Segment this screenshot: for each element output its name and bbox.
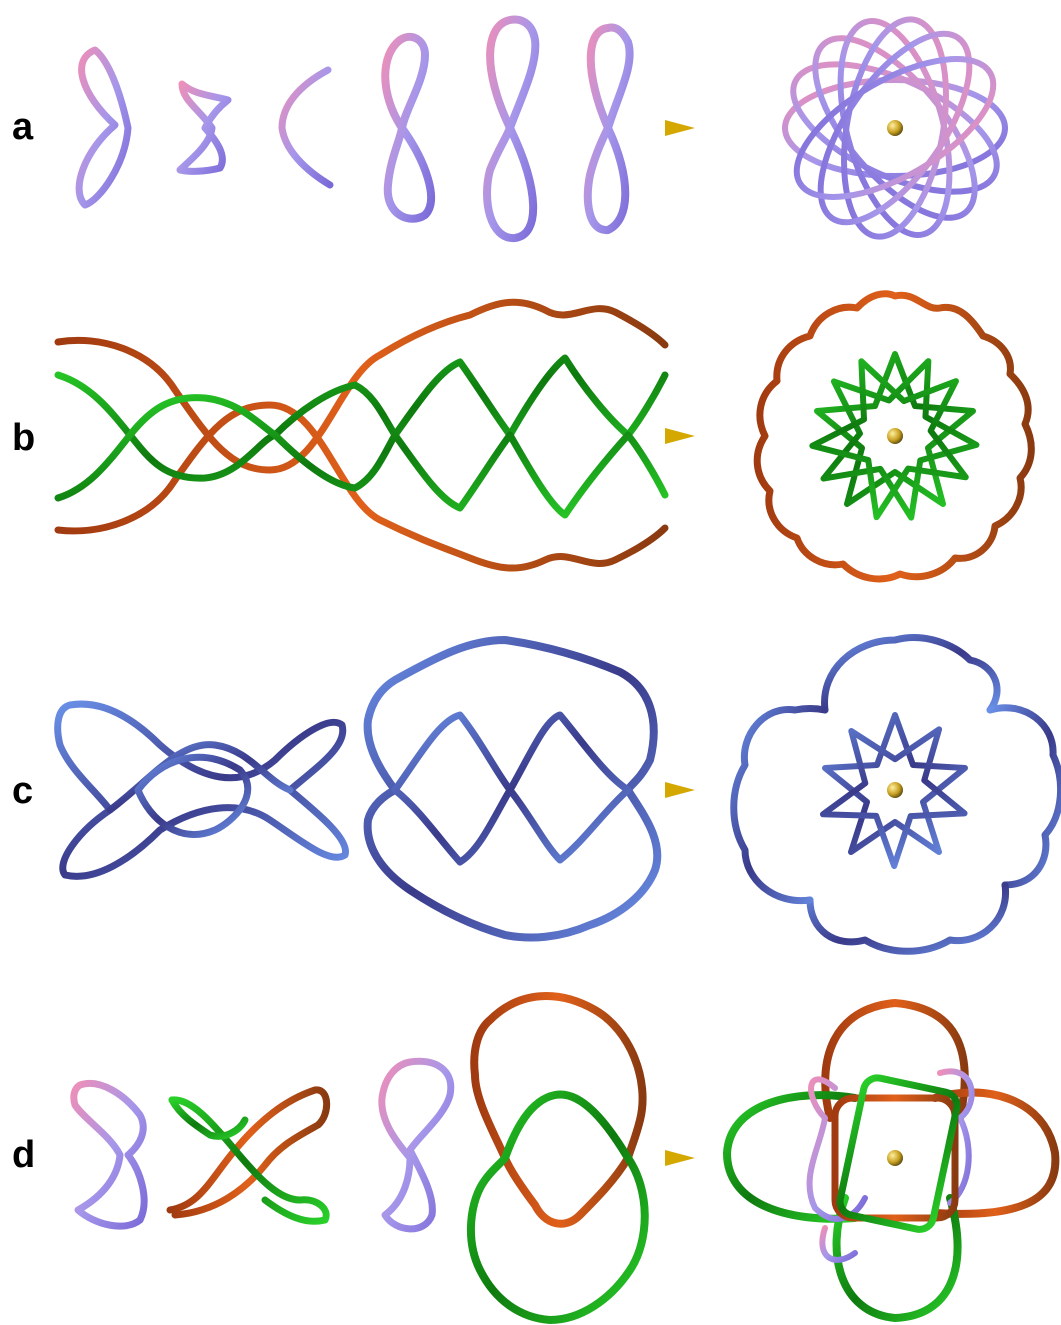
panel-b: b [12,294,1031,579]
center-dot-a [887,120,903,136]
panel-label-c: c [12,770,33,812]
axis-arrowhead-d [665,1150,695,1166]
panel-c: c [12,638,1061,952]
axis-arrowhead-b [665,428,695,444]
center-dot-b [887,428,903,444]
panel-label-b: b [12,417,35,459]
panel-d: d [12,996,1055,1320]
panel-label-d: d [12,1134,35,1176]
axis-arrowhead-c [665,782,695,798]
panel-label-a: a [12,106,34,148]
axis-arrowhead-a [665,120,695,136]
knot-d-end-view [727,1003,1055,1318]
knot-c-end-view [734,638,1061,952]
knot-b-end-view [757,294,1031,579]
panel-a: a [12,9,1015,246]
center-dot-c [887,782,903,798]
center-dot-d [887,1150,903,1166]
knot-a-end-view [775,9,1015,246]
